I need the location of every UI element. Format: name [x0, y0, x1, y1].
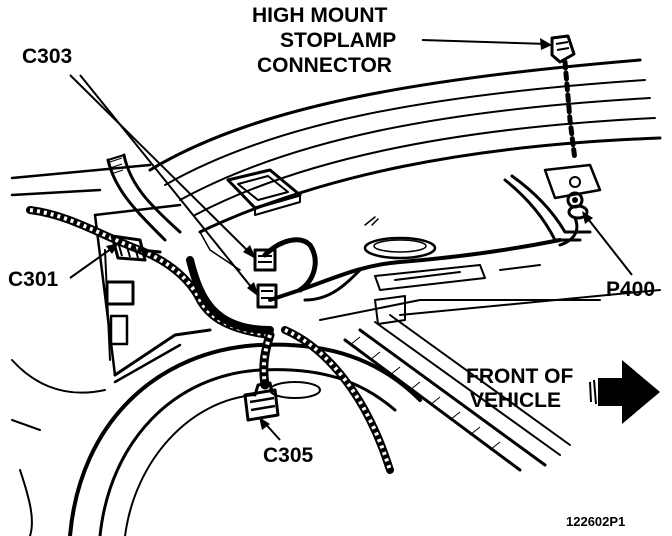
stoplamp-connector — [550, 34, 578, 163]
left-body-panel — [10, 163, 212, 431]
roof-bracket — [226, 168, 302, 216]
p400-label: P400 — [606, 278, 655, 301]
front-label-line1: FRONT OF — [466, 365, 573, 388]
stoplamp-label-line1: HIGH MOUNT — [252, 4, 387, 27]
leader-lines — [69, 38, 633, 441]
wheel-well — [19, 342, 422, 536]
c303-label: C303 — [22, 45, 72, 68]
c305-label: C305 — [263, 444, 314, 467]
stoplamp-label-line3: CONNECTOR — [257, 54, 392, 77]
floor-rail — [319, 289, 661, 472]
c301-connector — [110, 234, 162, 262]
wiring-harness — [26, 153, 562, 474]
front-arrow-icon — [589, 360, 660, 424]
shelf-brace — [503, 163, 602, 242]
rear-shelf — [363, 216, 541, 325]
p400-connector — [558, 204, 589, 247]
figure-id: 122602P1 — [566, 514, 625, 529]
c301-label: C301 — [8, 268, 59, 291]
front-label-line2: VEHICLE — [470, 389, 561, 412]
c303-connector — [253, 248, 278, 309]
c305-connector — [243, 381, 280, 422]
stoplamp-label-line2: STOPLAMP — [280, 29, 396, 52]
